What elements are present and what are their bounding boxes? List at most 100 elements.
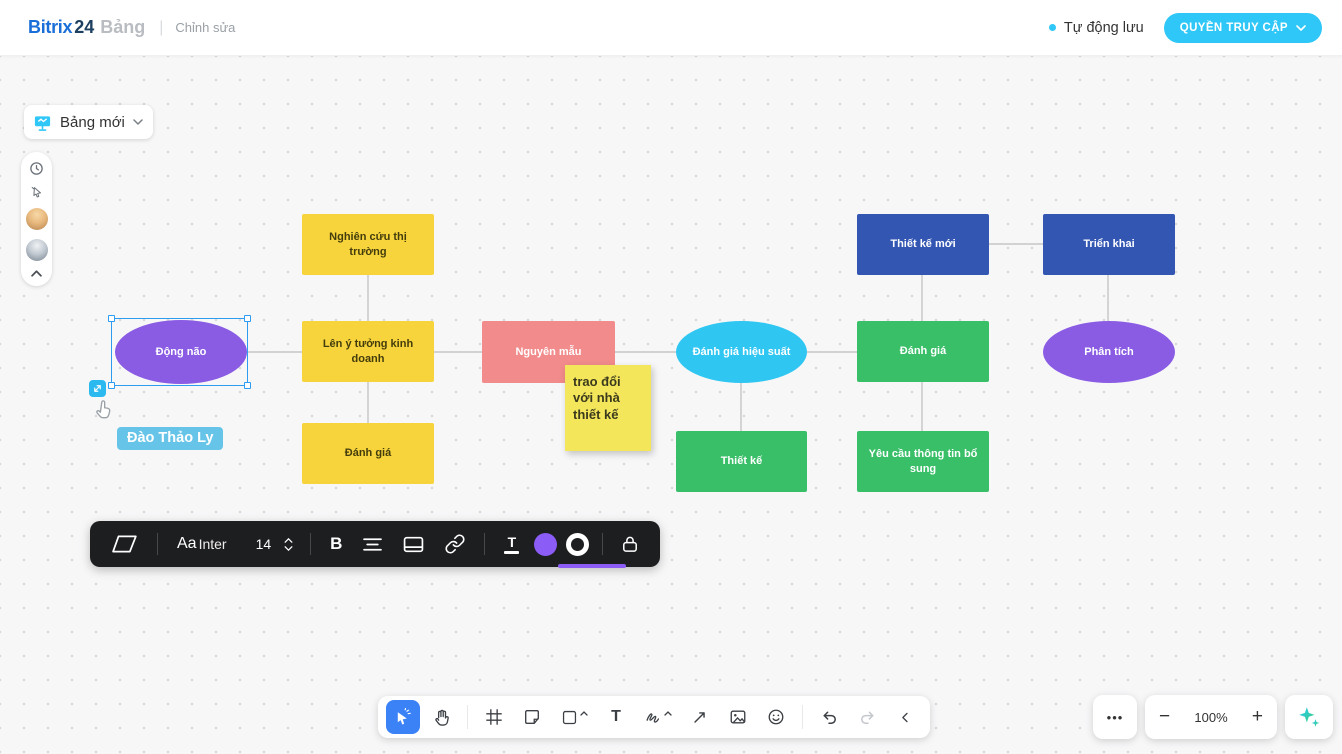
image-icon bbox=[730, 710, 746, 724]
font-size-stepper bbox=[280, 537, 297, 551]
flow-node[interactable]: Phân tích bbox=[1043, 321, 1175, 383]
undo-icon bbox=[823, 711, 836, 724]
text-color-button[interactable]: T bbox=[498, 535, 525, 554]
divider bbox=[157, 533, 158, 555]
bold-glyph: B bbox=[330, 534, 343, 553]
shape-style-button[interactable] bbox=[106, 534, 144, 554]
chevron-down-icon bbox=[1296, 24, 1306, 31]
brand-text: Bitrix bbox=[28, 17, 73, 37]
flow-node[interactable]: Nghiên cứu thị trường bbox=[302, 214, 434, 275]
node-label: Động não bbox=[155, 345, 207, 358]
align-button[interactable] bbox=[357, 537, 388, 552]
timer-button[interactable] bbox=[29, 161, 44, 176]
node-label: Nghiên cứu thị trường bbox=[329, 231, 407, 258]
chevron-down-icon bbox=[133, 119, 143, 125]
avatar[interactable] bbox=[25, 239, 48, 261]
node-label: Thiết kế mới bbox=[890, 238, 956, 251]
pointer-icon bbox=[31, 186, 41, 198]
emoji-tool[interactable] bbox=[759, 700, 793, 734]
stroke-color-button[interactable] bbox=[566, 532, 590, 556]
hand-tool[interactable] bbox=[424, 700, 458, 734]
font-family-selector[interactable]: Aa Inter bbox=[171, 535, 233, 553]
link-icon bbox=[445, 534, 465, 554]
lock-icon bbox=[623, 536, 638, 552]
node-label: Phân tích bbox=[1084, 345, 1134, 358]
access-button-label: QUYỀN TRUY CẬP bbox=[1179, 21, 1288, 34]
board-title: Bảng mới bbox=[60, 113, 125, 131]
resize-handle[interactable] bbox=[244, 315, 251, 322]
zoom-in-button[interactable]: + bbox=[1251, 706, 1263, 727]
avatar[interactable] bbox=[25, 208, 48, 230]
flow-node[interactable]: Đánh giá hiệu suất bbox=[676, 321, 807, 383]
ai-assistant-button[interactable] bbox=[1285, 695, 1333, 739]
flow-node[interactable]: Triển khai bbox=[1043, 214, 1175, 275]
flow-node[interactable]: Lên ý tưởng kinh doanh bbox=[302, 321, 434, 382]
node-label: Triển khai bbox=[1083, 238, 1135, 251]
resize-handle[interactable] bbox=[244, 382, 251, 389]
node-label: Nguyên mẫu bbox=[515, 345, 582, 358]
product-name: Bảng bbox=[100, 17, 146, 37]
brand-number: 24 bbox=[74, 17, 95, 37]
sticky-note[interactable]: trao đổi với nhà thiết kế bbox=[565, 365, 651, 451]
text-tool[interactable]: T bbox=[599, 700, 633, 734]
text-tool-glyph: T bbox=[611, 708, 621, 725]
shape-tool[interactable] bbox=[553, 700, 595, 734]
more-options-button[interactable]: ••• bbox=[1093, 695, 1137, 739]
font-size-down-button[interactable] bbox=[284, 545, 293, 551]
collapse-toolbar-button[interactable] bbox=[888, 700, 922, 734]
flow-node[interactable]: Thiết kế mới bbox=[857, 214, 989, 275]
node-label: Yêu cầu thông tin bổ sung bbox=[868, 448, 978, 475]
font-size-value: 14 bbox=[255, 536, 272, 552]
chevron-up-icon bbox=[664, 710, 672, 716]
text-color-bar bbox=[504, 550, 520, 554]
sticky-note-text: trao đổi với nhà thiết kế bbox=[573, 374, 621, 422]
divider bbox=[484, 533, 486, 555]
scale-handle-button[interactable] bbox=[89, 380, 106, 397]
mode-label: Chỉnh sửa bbox=[175, 20, 236, 35]
divider bbox=[802, 705, 803, 729]
node-label: Đánh giá bbox=[899, 345, 947, 358]
divider bbox=[467, 705, 468, 729]
smart-cursor-icon bbox=[397, 707, 411, 725]
zoom-out-button[interactable]: − bbox=[1159, 706, 1171, 727]
separator: | bbox=[159, 18, 164, 36]
align-icon bbox=[363, 537, 383, 551]
resize-handle[interactable] bbox=[108, 315, 115, 322]
zoom-level: 100% bbox=[1194, 709, 1228, 725]
arrow-tool[interactable] bbox=[683, 700, 717, 734]
undo-button[interactable] bbox=[812, 700, 846, 734]
text-color-icon: T bbox=[504, 535, 520, 554]
sticky-note-tool[interactable] bbox=[515, 700, 549, 734]
sticky-note-icon bbox=[525, 710, 539, 724]
left-rail bbox=[21, 152, 52, 286]
frame-tool[interactable] bbox=[477, 700, 511, 734]
fill-color-button[interactable] bbox=[534, 532, 558, 556]
flow-node[interactable]: Yêu cầu thông tin bổ sung bbox=[857, 431, 989, 492]
autosave-dot-icon bbox=[1048, 24, 1056, 31]
image-tool[interactable] bbox=[721, 700, 755, 734]
flow-node[interactable]: Đánh giá bbox=[857, 321, 989, 382]
resize-handle[interactable] bbox=[108, 382, 115, 389]
divider bbox=[310, 533, 312, 555]
pen-tool[interactable] bbox=[637, 700, 679, 734]
pointer-follow-button[interactable] bbox=[30, 185, 44, 199]
node-label: Đánh giá hiệu suất bbox=[692, 345, 791, 358]
lock-button[interactable] bbox=[616, 535, 644, 553]
access-button[interactable]: QUYỀN TRUY CẬP bbox=[1163, 12, 1322, 43]
collapse-rail-button[interactable] bbox=[31, 270, 42, 277]
link-button[interactable] bbox=[439, 534, 471, 554]
frame-style-button[interactable] bbox=[397, 536, 430, 553]
flow-node[interactable]: Đánh giá bbox=[302, 423, 434, 484]
whiteboard-canvas[interactable] bbox=[0, 56, 1342, 754]
smart-select-tool[interactable] bbox=[386, 700, 420, 734]
redo-button[interactable] bbox=[850, 700, 884, 734]
flow-node[interactable]: Thiết kế bbox=[676, 431, 807, 492]
node-label: Đánh giá bbox=[344, 447, 392, 460]
node-label: Thiết kế bbox=[720, 455, 763, 468]
flow-node[interactable]: Động não bbox=[115, 320, 247, 384]
board-title-dropdown[interactable]: Bảng mới bbox=[24, 105, 153, 139]
frame-grid-icon bbox=[486, 709, 502, 725]
collaborator-cursor-icon bbox=[92, 398, 115, 426]
bold-button[interactable]: B bbox=[324, 534, 348, 554]
font-size-up-button[interactable] bbox=[284, 537, 293, 543]
